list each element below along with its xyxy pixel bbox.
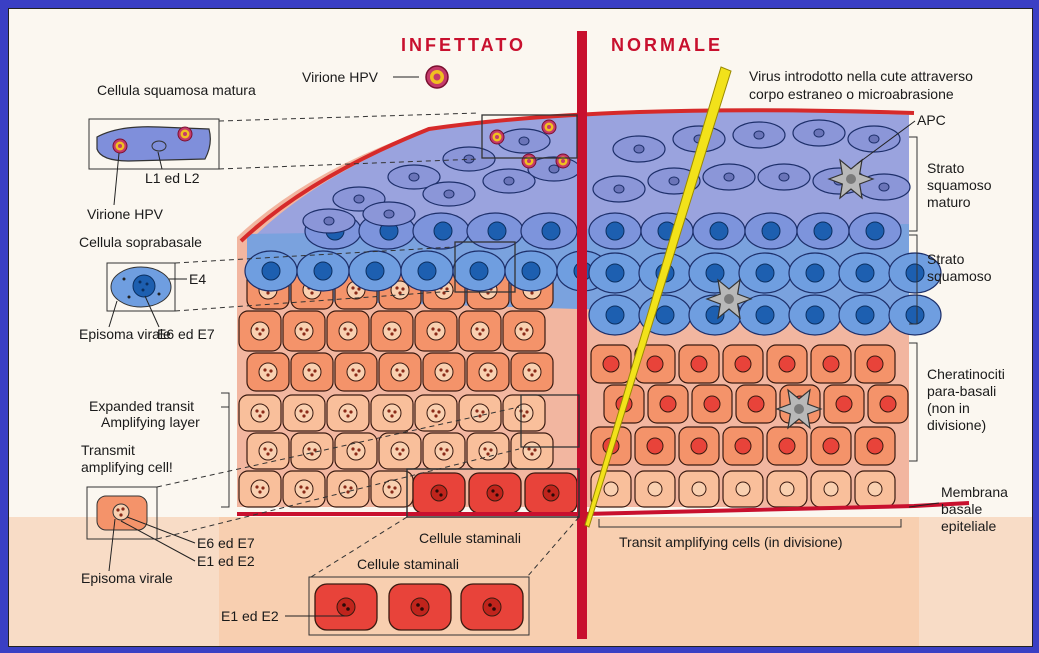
label-squamous-layer-2: squamoso	[927, 268, 992, 284]
label-transit-amplifying-1: Transmit	[81, 442, 135, 458]
infected-normal-divider	[577, 31, 587, 639]
inset-stem-cells	[315, 584, 523, 630]
label-virion-hpv-left: Virione HPV	[87, 206, 164, 222]
parabasal-bracket	[909, 343, 917, 461]
label-virus-entry-2: corpo estraneo o microabrasione	[749, 86, 954, 102]
label-transit-amplifying-2: amplifying cell!	[81, 459, 173, 475]
diagram-frame: INFETTATO NORMALE Virione HPV Cellula sq…	[8, 8, 1033, 647]
inset-mature-cell	[97, 127, 210, 161]
mature-layer-bracket	[909, 137, 917, 231]
label-transit-cells-normal: Transit amplifying cells (in divisione)	[619, 534, 843, 550]
heading-normal: NORMALE	[611, 35, 723, 55]
label-expanded-transit-2: Amplifying layer	[101, 414, 200, 430]
label-basal-membrane-3: epiteliale	[941, 518, 996, 534]
label-stem-cells-bottom: Cellule staminali	[357, 556, 459, 572]
hpv-virion-icon	[426, 66, 448, 88]
label-mature-layer-1: Strato	[927, 160, 965, 176]
label-mature-layer-2: squamoso	[927, 177, 992, 193]
label-squamous-layer-1: Strato	[927, 251, 965, 267]
label-mature-squamous-cell: Cellula squamosa matura	[97, 82, 256, 98]
label-stem-cells-center: Cellule staminali	[419, 530, 521, 546]
label-l1-l2: L1 ed L2	[145, 170, 200, 186]
label-e6-e7-bottom: E6 ed E7	[197, 535, 255, 551]
label-parabasal-2: para-basali	[927, 383, 996, 399]
inset-suprabasal-cell	[111, 267, 171, 307]
label-e4: E4	[189, 271, 206, 287]
label-parabasal-1: Cheratinociti	[927, 366, 1005, 382]
label-virus-entry-1: Virus introdotto nella cute attraverso	[749, 68, 973, 84]
label-apc: APC	[917, 112, 946, 128]
label-parabasal-3: (non in	[927, 400, 970, 416]
label-basal-membrane-2: basale	[941, 501, 982, 517]
expanded-transit-bracket	[221, 393, 229, 507]
inset-transit-cell	[97, 496, 147, 530]
label-suprabasal-cell: Cellula soprabasale	[79, 234, 202, 250]
hpv-epithelium-diagram: INFETTATO NORMALE Virione HPV Cellula sq…	[9, 9, 1032, 646]
heading-infected: INFETTATO	[401, 35, 526, 55]
label-episome-bottom: Episoma virale	[81, 570, 173, 586]
label-virion-hpv-top: Virione HPV	[302, 69, 379, 85]
label-basal-membrane-1: Membrana	[941, 484, 1008, 500]
label-parabasal-4: divisione)	[927, 417, 986, 433]
label-e6-e7-left: E6 ed E7	[157, 326, 215, 342]
label-e1-e2: E1 ed E2	[197, 553, 255, 569]
label-expanded-transit-1: Expanded transit	[89, 398, 194, 414]
label-e1-e2-bottom: E1 ed E2	[221, 608, 279, 624]
label-mature-layer-3: maturo	[927, 194, 971, 210]
